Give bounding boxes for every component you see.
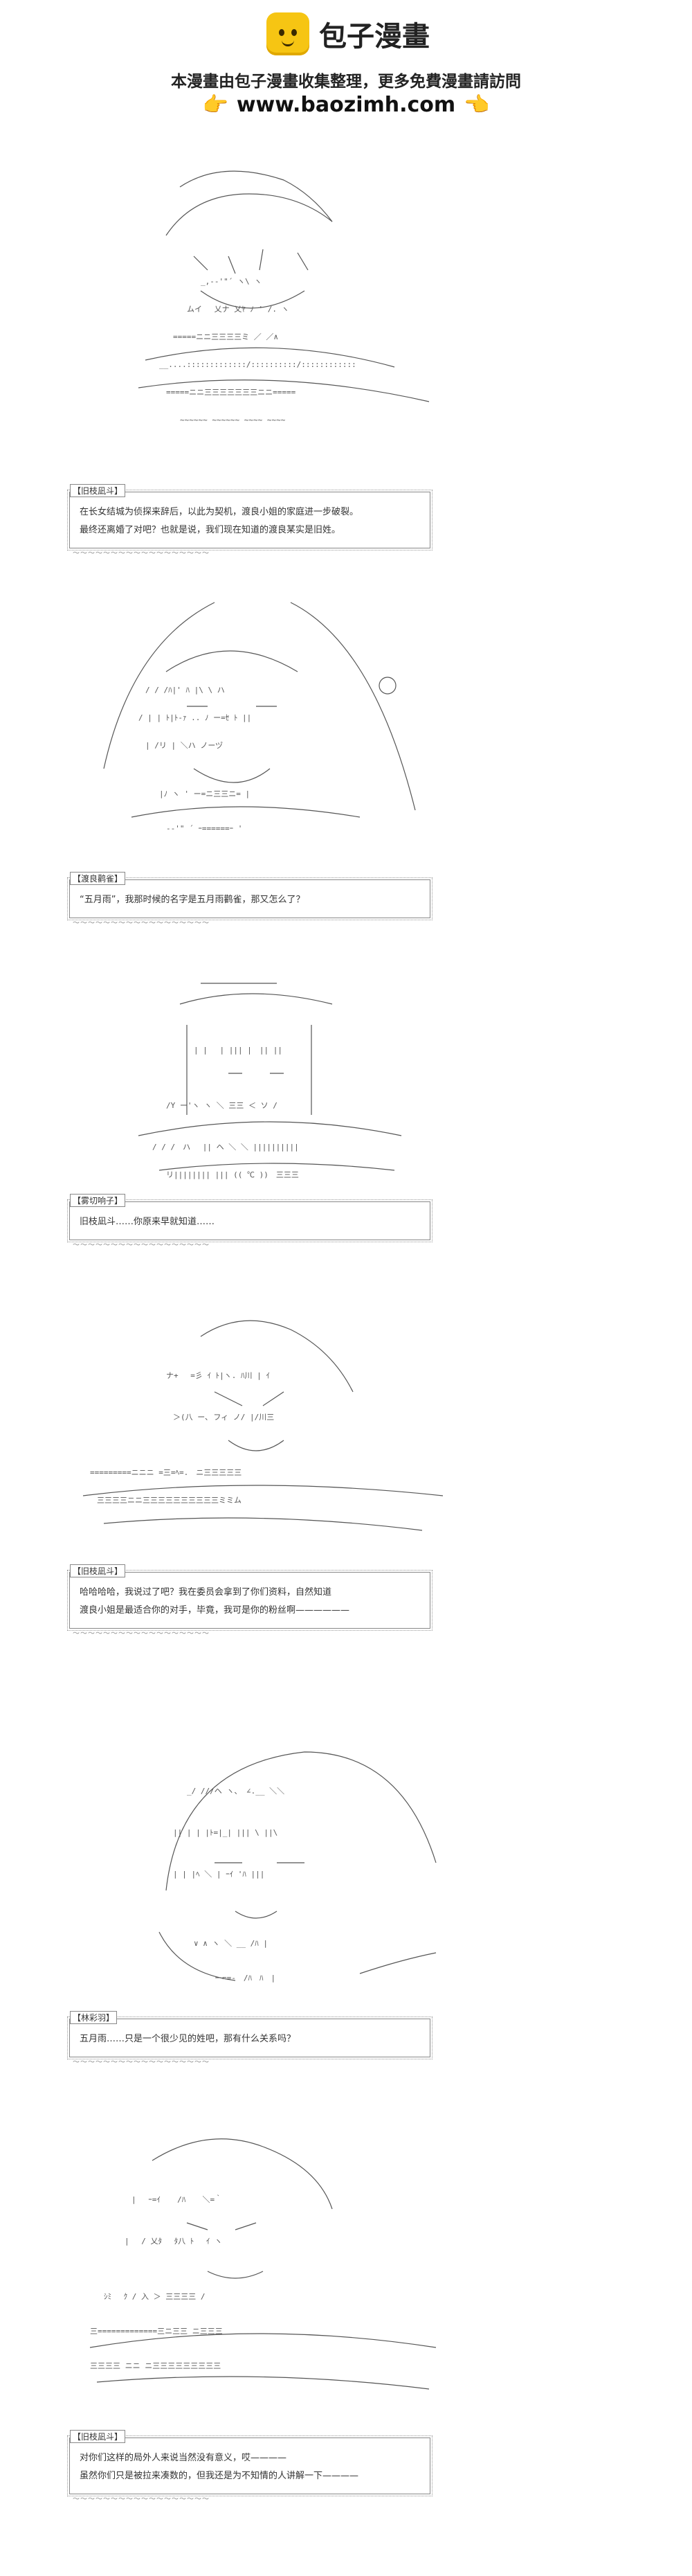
dialogue-line: 对你们这样的局外人来说当然没有意义，哎————: [80, 2453, 287, 2463]
dialogue-box: 【林彩羽】 五月雨……只是一个很少见的姓吧，那有什么关系吗？ ～～～～～～～～～…: [67, 2011, 432, 2066]
svg-text:| | | ||| | || ||: | | | ||| | || ||: [194, 1046, 282, 1055]
dialogue-box: 【渡良鹳雀】 “五月雨”，我那时候的名字是五月雨鹳雀，那又怎么了？ ～～～～～～…: [67, 872, 432, 927]
svg-text:三三三三ニニ三三三三三三三三三三ミミム: 三三三三ニニ三三三三三三三三三三ミミム: [97, 1496, 242, 1505]
box-border-dots: ～～～～～～～～～～～～～～～～～～: [73, 1242, 210, 1249]
svg-text:ー==- /ﾊ ﾊ |: ー==- /ﾊ ﾊ |: [215, 1974, 275, 1983]
svg-text:∨ ∧ ヽ ＼ __ /ﾊ |: ∨ ∧ ヽ ＼ __ /ﾊ |: [194, 1939, 268, 1948]
svg-text:| | |ﾍ ＼ | ｰｲ 'ﾊ |||: | | |ﾍ ＼ | ｰｲ 'ﾊ |||: [173, 1870, 264, 1879]
site-url[interactable]: www.baozimh.com: [236, 93, 456, 117]
box-border-dots: ～～～～～～～～～～～～～～～～～～: [73, 1630, 210, 1638]
bun-mascot-icon: [266, 12, 309, 55]
site-header: 包子漫畫 本漫畫由包子漫畫收集整理，更多免費漫畫請訪問 👉 www.baozimh…: [0, 0, 692, 132]
svg-text:=====ニニ三三三三三三三ニニ=====: =====ニニ三三三三三三三ニニ=====: [166, 388, 296, 397]
svg-text:三=============三ニ三三 ニ三三三: 三=============三ニ三三 ニ三三三: [90, 2327, 223, 2336]
svg-text:| ｰ=ｲ /ﾊ ＼=｀: | ｰ=ｲ /ﾊ ＼=｀: [131, 2194, 222, 2204]
ascii-art-character: | | | ||| | || || /Y ー'ヽ ヽ ＼ 三三 ＜ ソ / / …: [62, 969, 547, 1198]
box-border-dots: ～～～～～～～～～～～～～～～～～～: [73, 550, 210, 557]
ascii-art-character: ナ+ =彡 ｲ ﾄ|ヽ. ﾊ川 | ｲ ＞(八 ー､ フィ ノ/ |/川三 ==…: [62, 1309, 547, 1558]
site-url-row[interactable]: 👉 www.baozimh.com 👈: [0, 93, 692, 117]
svg-text:ナ+ =彡 ｲ ﾄ|ヽ. ﾊ川 | ｲ: ナ+ =彡 ｲ ﾄ|ヽ. ﾊ川 | ｲ: [166, 1371, 270, 1380]
dialogue-line: 在长女结城为侦探来辞后，以此为契机，渡良小姐的家庭进一步破裂。: [80, 507, 359, 517]
svg-text:~~~~~~ ~~~~~~ ~~~~ ~~~~: ~~~~~~ ~~~~~~ ~~~~ ~~~~: [180, 415, 286, 424]
svg-text:| /リ | ＼ハ ノーヅ: | /リ | ＼ハ ノーヅ: [145, 741, 223, 750]
dialogue-line: “五月雨”，我那时候的名字是五月雨鹳雀，那又怎么了？: [80, 895, 305, 905]
logo[interactable]: 包子漫畫: [266, 12, 430, 55]
svg-text:リ|||||||| ||| (( ℃ )) 三三三: リ|||||||| ||| (( ℃ )) 三三三: [166, 1170, 299, 1179]
svg-text:_,-‐'"´ ヽ\ ヽ: _,-‐'"´ ヽ\ ヽ: [201, 277, 262, 286]
dialogue-box: 【旧枝凪斗】 对你们这样的局外人来说当然没有意义，哎———— 虽然你们只是被拉来…: [67, 2430, 432, 2503]
speaker-name: 【旧枝凪斗】: [70, 484, 126, 497]
svg-text:=====ニニ三三三三ミ ／ ／∧: =====ニニ三三三三ミ ／ ／∧: [173, 332, 278, 341]
dialogue-line: 渡良小姐是最适合你的对手，毕竟，我可是你的粉丝啊——————: [80, 1605, 350, 1616]
dialogue-box: 【雾切响子】 旧枝凪斗……你原来早就知道…… ～～～～～～～～～～～～～～～～～…: [67, 1194, 432, 1249]
svg-text:/ | | ﾄ|ﾄ-ｧ .. ﾉ ー=ｾ ﾄ ||: / | | ﾄ|ﾄ-ｧ .. ﾉ ー=ｾ ﾄ ||: [138, 713, 251, 722]
svg-text:/ / / ハ || ヘ ＼ ＼ ||||||||||: / / / ハ || ヘ ＼ ＼ ||||||||||: [152, 1143, 299, 1152]
ascii-art-character: / / /ﾊ|' ﾊ |\ \ ハ / | | ﾄ|ﾄ-ｧ .. ﾉ ー=ｾ ﾄ…: [62, 589, 547, 879]
dialogue-line: 最终还离婚了对吧？也就是说，我们现在知道的渡良某实是旧姓。: [80, 525, 341, 535]
speaker-name: 【雾切响子】: [70, 1194, 126, 1207]
speaker-name: 【旧枝凪斗】: [70, 2430, 126, 2443]
svg-text:/Y ー'ヽ ヽ ＼ 三三 ＜ ソ /: /Y ー'ヽ ヽ ＼ 三三 ＜ ソ /: [166, 1101, 277, 1110]
speaker-name: 【旧枝凪斗】: [70, 1564, 126, 1577]
svg-text:__....:::::::::::::/::::::::::: __....:::::::::::::/::::::::::/:::::::::…: [159, 360, 356, 369]
svg-text:三三三三 ニニ ニ三三三三三三三三三: 三三三三 ニニ ニ三三三三三三三三三: [90, 2361, 221, 2370]
logo-text: 包子漫畫: [319, 21, 430, 53]
svg-text:ｼﾐ ｸ / 入 ＞ 三三三三 /: ｼﾐ ｸ / 入 ＞ 三三三三 /: [104, 2292, 205, 2301]
ascii-art-character: _,-‐'"´ ヽ\ ヽ ムイ 乂ナ 乂ﾔ ﾉ ' /. ヽ =====ニニ三三…: [62, 152, 547, 471]
dialogue-line: 五月雨……只是一个很少见的姓吧，那有什么关系吗？: [80, 2034, 296, 2044]
ascii-art-character: _/ ///ヘ ヽ、 ∠.__ ＼＼ || | | |ﾄ=|_| ||| \ |…: [62, 1738, 547, 2022]
dialogue-line: 虽然你们只是被拉来凑数的，但我还是为不知情的人讲解一下————: [80, 2471, 359, 2481]
svg-text:ムイ 乂ナ 乂ﾔ ﾉ ' /. ヽ: ムイ 乂ナ 乂ﾔ ﾉ ' /. ヽ: [187, 305, 289, 314]
svg-text:＞(八 ー､ フィ ノ/ |/川三: ＞(八 ー､ フィ ノ/ |/川三: [173, 1413, 274, 1422]
speaker-name: 【渡良鹳雀】: [70, 872, 126, 885]
pointing-hand-icon: 👈: [464, 93, 490, 117]
dialogue-line: 哈哈哈哈，我说过了吧？我在委员会拿到了你们资料，自然知道: [80, 1587, 332, 1598]
box-border-dots: ～～～～～～～～～～～～～～～～～～: [73, 920, 210, 927]
svg-text:/ / /ﾊ|' ﾊ |\ \ ハ: / / /ﾊ|' ﾊ |\ \ ハ: [145, 686, 225, 695]
svg-text:_/ ///ヘ ヽ、 ∠.__ ＼＼: _/ ///ヘ ヽ、 ∠.__ ＼＼: [187, 1787, 284, 1796]
svg-text:|ﾉ ヽ ' ー=ニ三三ニ= |: |ﾉ ヽ ' ー=ニ三三ニ= |: [159, 789, 250, 798]
box-border-dots: ～～～～～～～～～～～～～～～～～～: [73, 2496, 210, 2503]
dialogue-box: 【旧枝凪斗】 在长女结城为侦探来辞后，以此为契机，渡良小姐的家庭进一步破裂。 最…: [67, 484, 432, 557]
svg-text:=========ニニニ =三=ﾍ=. ニ三三三三三: =========ニニニ =三=ﾍ=. ニ三三三三三: [90, 1468, 242, 1477]
ascii-art-character: | ｰ=ｲ /ﾊ ＼=｀ | / 乂ﾀ ﾀ八 ﾄ ｲ ヽ ｼﾐ ｸ / 入 ＞ …: [62, 2119, 547, 2424]
tagline: 本漫畫由包子漫畫收集整理，更多免費漫畫請訪問: [171, 73, 521, 91]
svg-text:| / 乂ﾀ ﾀ八 ﾄ ｲ ヽ: | / 乂ﾀ ﾀ八 ﾄ ｲ ヽ: [125, 2237, 222, 2246]
pointing-hand-icon: 👉: [202, 93, 228, 117]
box-border-dots: ～～～～～～～～～～～～～～～～～～: [73, 2059, 210, 2066]
dialogue-line: 旧枝凪斗……你原来早就知道……: [80, 1217, 215, 1227]
svg-text:-‐'" ´ ｰ======ｰ ': -‐'" ´ ｰ======ｰ ': [166, 824, 242, 833]
svg-text:|| | | |ﾄ=|_| ||| \ ||\: || | | |ﾄ=|_| ||| \ ||\: [173, 1828, 277, 1837]
dialogue-box: 【旧枝凪斗】 哈哈哈哈，我说过了吧？我在委员会拿到了你们资料，自然知道 渡良小姐…: [67, 1564, 432, 1638]
speaker-name: 【林彩羽】: [70, 2011, 118, 2024]
